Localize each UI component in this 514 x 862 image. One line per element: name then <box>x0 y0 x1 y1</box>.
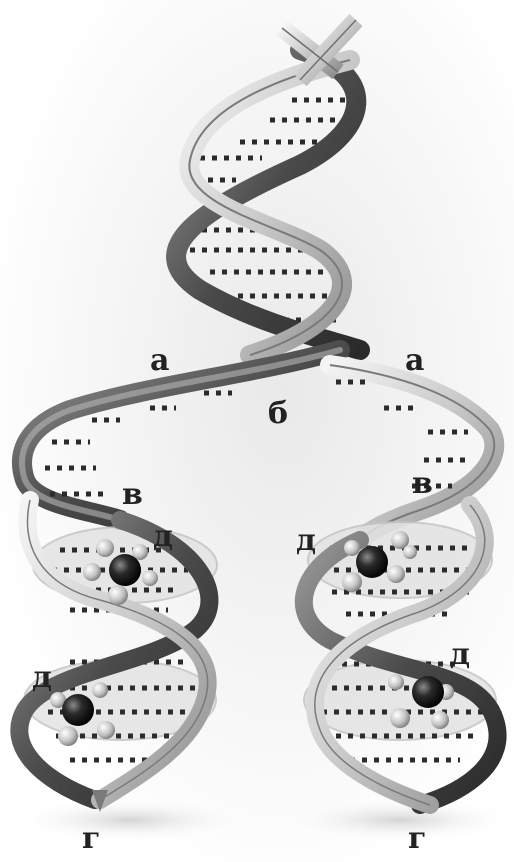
label-v-left: в <box>122 477 143 512</box>
parent-helix <box>166 13 370 365</box>
label-v-right: в <box>412 466 433 501</box>
enzyme-right-upper <box>342 531 417 592</box>
label-b: б <box>268 396 288 431</box>
shadow-right <box>280 798 514 842</box>
left-daughter-strand-dark <box>10 511 219 809</box>
enzyme-left-upper <box>83 539 158 605</box>
label-d-right-lower: д <box>450 637 470 672</box>
enzyme-left-lower <box>50 682 115 746</box>
fork-left-arm <box>12 340 350 530</box>
label-d-left-lower: д <box>32 660 52 695</box>
label-g-right: г <box>408 821 426 856</box>
fork-right-arm <box>320 355 505 550</box>
label-d-left-upper: д <box>153 519 173 554</box>
left-daughter-helix <box>10 491 219 812</box>
enzyme-right-lower <box>388 674 454 729</box>
label-a-left: а <box>150 343 169 378</box>
label-a-right: а <box>405 343 424 378</box>
parent-strand-dark <box>166 40 370 360</box>
label-d-right-upper: д <box>296 523 316 558</box>
right-daughter-strand-dark <box>294 531 507 814</box>
right-daughter-helix <box>294 496 507 814</box>
parent-strand-edge <box>188 59 351 356</box>
shadow-left <box>10 798 250 842</box>
label-g-left: г <box>82 821 100 856</box>
